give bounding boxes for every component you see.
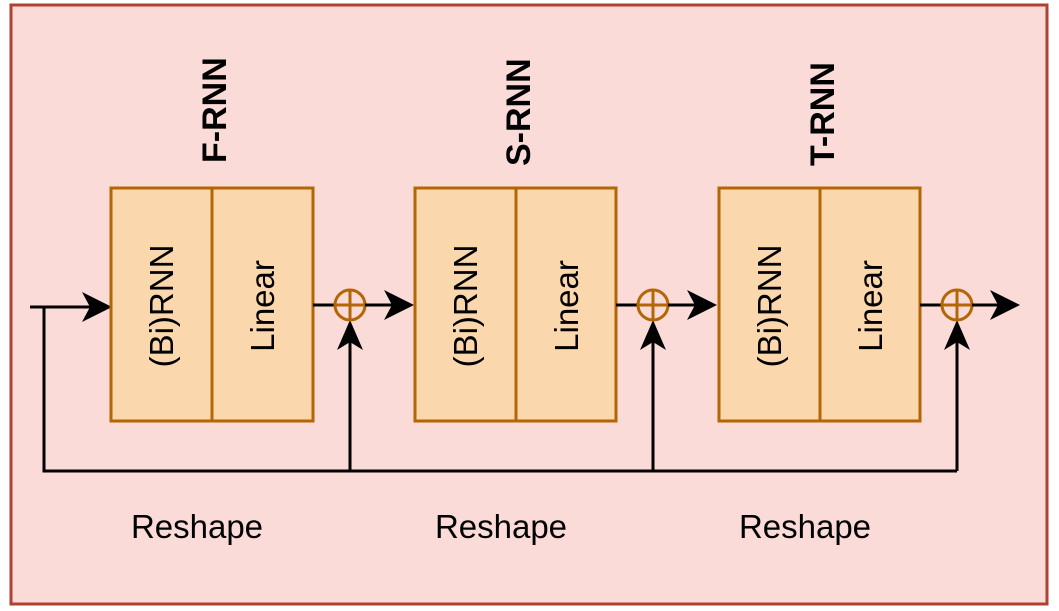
reshape-label: Reshape bbox=[435, 508, 567, 545]
block-f-rnn: F-RNN (Bi)RNN Linear Reshape bbox=[109, 57, 414, 545]
birnn-label: (Bi)RNN bbox=[447, 245, 484, 368]
input-arrow bbox=[30, 292, 112, 322]
birnn-label: (Bi)RNN bbox=[751, 245, 788, 368]
arrowhead-icon bbox=[640, 320, 666, 350]
birnn-label: (Bi)RNN bbox=[143, 245, 180, 368]
circle-plus-icon bbox=[636, 288, 670, 322]
linear-label: Linear bbox=[548, 260, 585, 352]
block-title: F-RNN bbox=[196, 57, 234, 163]
arrowhead-icon bbox=[82, 292, 112, 322]
reshape-label: Reshape bbox=[739, 508, 871, 545]
birnn-cell bbox=[413, 186, 518, 423]
reshape-label: Reshape bbox=[131, 508, 263, 545]
linear-label: Linear bbox=[852, 260, 889, 352]
linear-cell bbox=[514, 186, 618, 423]
block-title: T-RNN bbox=[804, 62, 842, 166]
arrowhead-icon bbox=[337, 320, 363, 350]
linear-label: Linear bbox=[244, 260, 281, 352]
linear-cell bbox=[818, 186, 922, 423]
birnn-cell bbox=[717, 186, 822, 423]
arrowhead-icon bbox=[687, 290, 717, 320]
circle-plus-icon bbox=[940, 288, 974, 322]
circle-plus-icon bbox=[333, 288, 367, 322]
block-s-rnn: S-RNN (Bi)RNN Linear Reshape bbox=[413, 58, 717, 545]
arrowhead-icon bbox=[944, 320, 970, 350]
arrowhead-icon bbox=[990, 290, 1020, 320]
block-title: S-RNN bbox=[500, 58, 538, 166]
block-t-rnn: T-RNN (Bi)RNN Linear Reshape bbox=[717, 62, 1020, 545]
arrowhead-icon bbox=[384, 290, 414, 320]
